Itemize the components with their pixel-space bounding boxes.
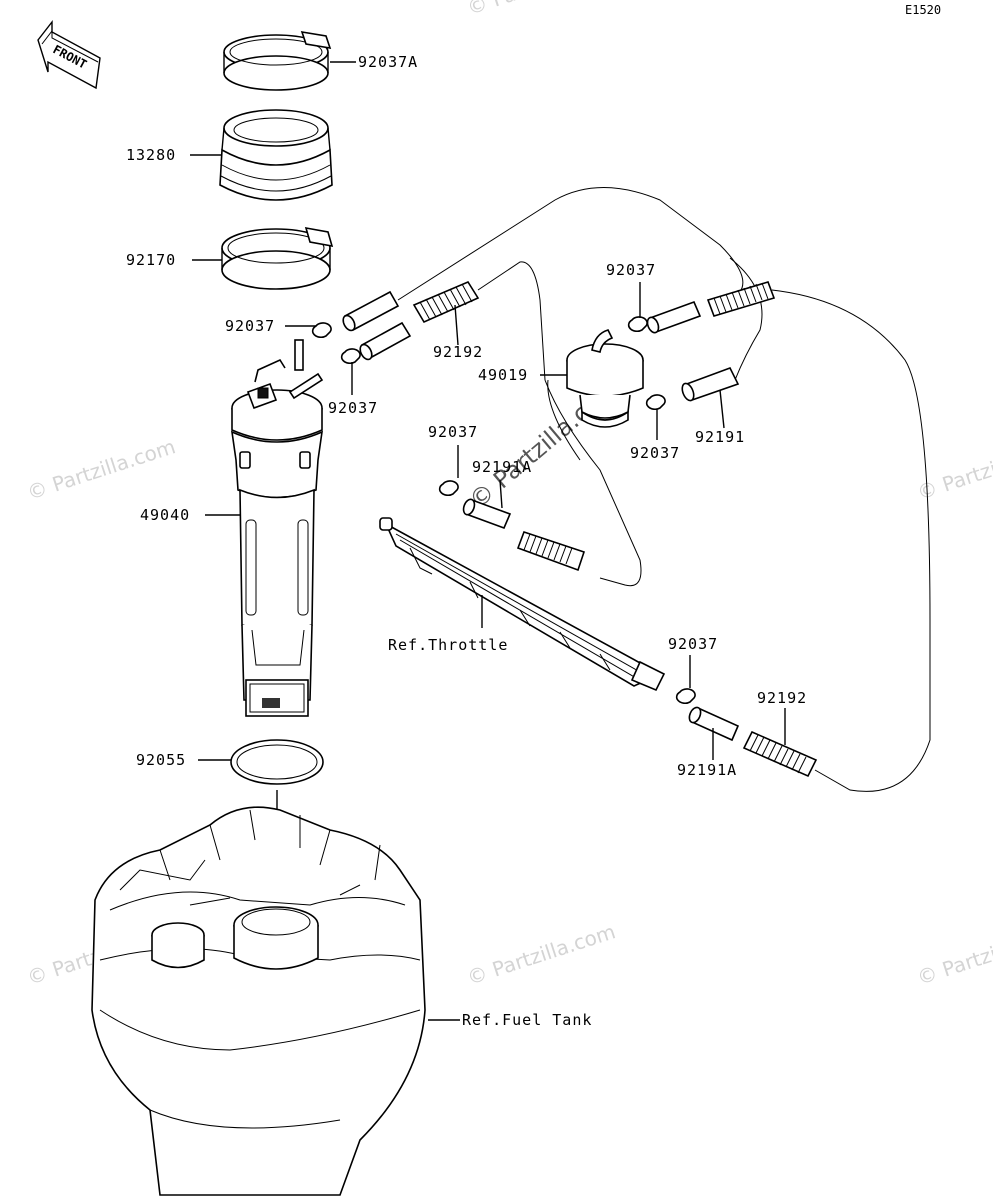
hose-92192-lower xyxy=(742,730,818,778)
clip-92037-right xyxy=(675,688,696,705)
fuel-line-route-upper xyxy=(397,187,744,301)
watermark-text: © Partzilla.com xyxy=(464,919,618,990)
front-arrow-icon: FRONT xyxy=(37,19,101,90)
clamp-92037a xyxy=(223,30,332,91)
hose-92192-upper xyxy=(412,280,480,324)
label-92191: 92191 xyxy=(695,428,745,446)
label-92055: 92055 xyxy=(136,751,186,769)
label-92191a-right: 92191A xyxy=(677,761,737,779)
fuel-line-route-filter xyxy=(729,257,763,381)
throttle-rail xyxy=(379,517,666,692)
label-13280: 13280 xyxy=(126,146,176,164)
label-92037-left: 92037 xyxy=(225,317,275,335)
watermark-text: © Partzilla.com xyxy=(914,919,993,990)
label-92037-filter-top: 92037 xyxy=(606,261,656,279)
fuel-line-route-tank xyxy=(547,379,581,461)
fuel-filter-49019 xyxy=(566,329,644,428)
label-49040: 49040 xyxy=(140,506,190,524)
fuel-pump-49040 xyxy=(231,339,324,717)
label-ref-throttle: Ref.Throttle xyxy=(388,636,508,654)
gasket-92055 xyxy=(230,739,324,785)
fuel-line-route-mid xyxy=(477,261,642,587)
hose-ribbed-top-right xyxy=(706,281,776,317)
clip-92037-mid xyxy=(438,480,459,497)
diagram-code: E1520 xyxy=(905,3,941,17)
label-92037-filter-bottom: 92037 xyxy=(630,444,680,462)
label-92192-upper: 92192 xyxy=(433,343,483,361)
hose-small-lower xyxy=(359,321,412,361)
watermark-text: © Partzilla.com xyxy=(464,0,618,20)
hose-92191 xyxy=(681,367,740,402)
fuel-tank xyxy=(91,806,426,1196)
clip-92037-left-2 xyxy=(340,348,361,365)
hose-small-filter xyxy=(646,300,702,334)
label-92037-right: 92037 xyxy=(668,635,718,653)
label-92191a-mid: 92191A xyxy=(472,458,532,476)
label-92037-left-2: 92037 xyxy=(328,399,378,417)
fuel-line-route-right xyxy=(771,289,931,792)
label-49019: 49019 xyxy=(478,366,528,384)
hose-92191a-right xyxy=(688,706,740,742)
hose-ribbed-mid xyxy=(516,530,586,572)
watermark-text: © Partzilla.com xyxy=(24,434,178,505)
label-92170: 92170 xyxy=(126,251,176,269)
clip-92037-filter-top xyxy=(627,316,648,333)
clamp-92170 xyxy=(221,226,334,290)
hose-small-upper xyxy=(342,290,400,332)
label-ref-fuel-tank: Ref.Fuel Tank xyxy=(462,1011,592,1029)
hose-92191a-mid xyxy=(462,498,512,530)
clip-92037-filter-bottom xyxy=(645,394,666,411)
grommet-13280 xyxy=(219,109,333,201)
clip-92037-left xyxy=(311,322,332,339)
label-92037a: 92037A xyxy=(358,53,418,71)
label-92192-lower: 92192 xyxy=(757,689,807,707)
label-92037-mid: 92037 xyxy=(428,423,478,441)
